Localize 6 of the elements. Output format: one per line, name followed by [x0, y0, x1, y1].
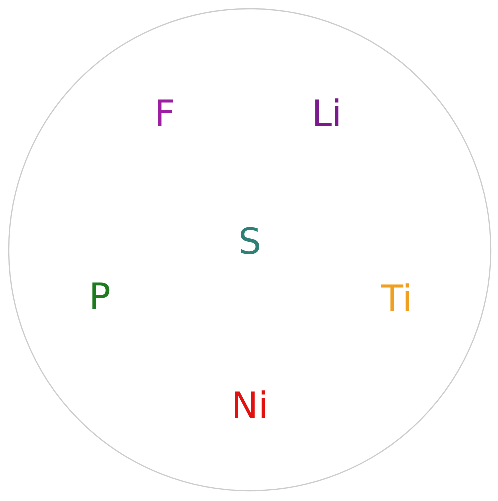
element-symbol: S	[238, 223, 262, 263]
element-symbol: P	[89, 278, 111, 318]
element-symbol: Li	[312, 95, 342, 135]
element-symbol: Ti	[382, 280, 412, 320]
element-symbol: Ni	[232, 387, 268, 427]
element-symbol: F	[154, 95, 176, 135]
